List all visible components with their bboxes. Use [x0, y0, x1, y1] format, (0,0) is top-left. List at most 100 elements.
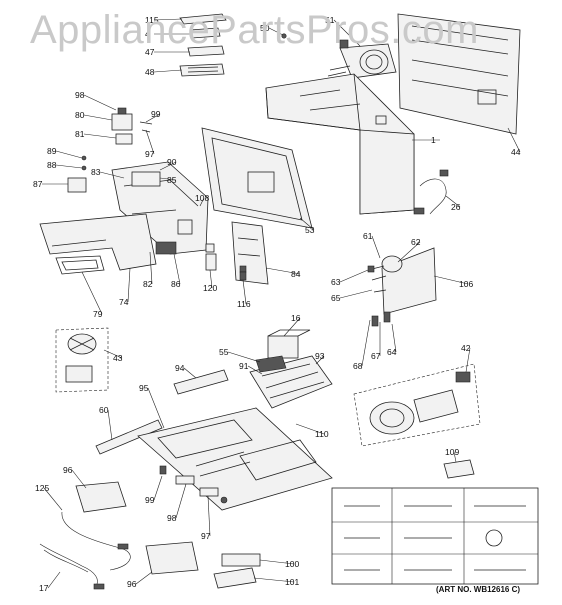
part-16-transformer — [267, 329, 311, 359]
leader-line-98 — [175, 483, 187, 519]
leader-line-63 — [339, 269, 369, 283]
part-1-housing — [265, 73, 415, 215]
part-44-back-panel — [397, 13, 521, 135]
part-label-98: 98 — [167, 513, 177, 523]
leader-line-43 — [103, 349, 123, 359]
part-label-120: 120 — [203, 283, 217, 293]
leader-line-17 — [47, 571, 61, 589]
leader-line-26 — [445, 195, 461, 208]
part-label-26: 26 — [451, 202, 461, 212]
watermark: AppliancePartsPros.com — [30, 8, 479, 52]
part-label-110: 110 — [315, 429, 329, 439]
part-26-harness — [413, 169, 449, 215]
leader-line-94 — [183, 367, 197, 379]
leader-line-110 — [295, 423, 325, 435]
part-label-96: 96 — [63, 465, 73, 475]
leader-line-84 — [265, 267, 301, 275]
part-label-42: 42 — [461, 343, 471, 353]
part-79-gasket — [55, 255, 105, 275]
leader-line-79 — [81, 271, 103, 315]
leader-line-50 — [268, 27, 284, 36]
part-label-99: 99 — [151, 109, 161, 119]
leader-line-120 — [209, 269, 213, 289]
part-label-61: 61 — [363, 231, 373, 241]
part-label-44: 44 — [511, 147, 521, 157]
part-96-cover — [75, 481, 199, 575]
leader-line-88 — [55, 164, 83, 169]
leader-line-74 — [127, 267, 131, 303]
leader-line-109 — [453, 451, 457, 463]
part-label-96: 96 — [127, 579, 137, 589]
part-43-fan — [55, 327, 109, 393]
leader-line-125 — [43, 487, 63, 511]
part-label-106: 106 — [459, 279, 473, 289]
leader-line-99 — [145, 113, 161, 123]
leader-line-64 — [391, 323, 397, 353]
part-label-85: 85 — [167, 175, 177, 185]
part-label-109: 109 — [445, 447, 459, 457]
part-51-motor — [327, 39, 397, 79]
leader-line-116 — [242, 279, 247, 305]
part-115-bracket — [179, 13, 227, 77]
leader-line-65 — [339, 289, 373, 299]
part-label-63: 63 — [331, 277, 341, 287]
part-label-60: 60 — [99, 405, 109, 415]
part-108-bracket — [111, 161, 209, 255]
leader-line-108 — [199, 197, 205, 207]
leader-line-91 — [247, 365, 263, 375]
part-116 — [239, 271, 247, 281]
part-84-bracket — [231, 221, 269, 285]
part-label-100: 100 — [285, 559, 299, 569]
part-label-47: 47 — [145, 47, 155, 57]
part-60-rail — [95, 419, 163, 455]
leader-line-68 — [361, 319, 371, 367]
leader-line-53 — [299, 217, 315, 231]
part-label-82: 82 — [143, 279, 153, 289]
part-label-55: 55 — [219, 347, 229, 357]
part-labels: 1154474850514419899808197898887839085108… — [33, 15, 521, 593]
leader-line-101 — [253, 577, 295, 583]
part-80-switch — [111, 107, 153, 145]
leader-line-89 — [55, 150, 83, 159]
leader-line-93 — [315, 355, 325, 365]
part-17-harness — [39, 511, 131, 590]
leader-line-97 — [145, 129, 155, 155]
part-label-74: 74 — [119, 297, 129, 307]
part-label-116: 116 — [237, 299, 251, 309]
part-label-68: 68 — [353, 361, 363, 371]
part-label-80: 80 — [75, 110, 85, 120]
leader-line-100 — [259, 559, 295, 565]
leader-line-81 — [83, 133, 117, 139]
leader-line-96 — [135, 571, 153, 585]
part-label-108: 108 — [195, 193, 209, 203]
part-label-125: 125 — [35, 483, 49, 493]
part-label-98: 98 — [75, 90, 85, 100]
leader-line-80 — [83, 114, 113, 121]
leader-line-86 — [173, 253, 181, 285]
part-label-97: 97 — [145, 149, 155, 159]
part-74-panel — [39, 213, 157, 271]
part-label-4: 4 — [145, 29, 150, 39]
part-label-89: 89 — [47, 146, 57, 156]
part-label-91: 91 — [239, 361, 249, 371]
part-label-43: 43 — [113, 353, 123, 363]
part-label-87: 87 — [33, 179, 43, 189]
part-42-blower — [353, 363, 481, 447]
part-label-90: 90 — [167, 157, 177, 167]
part-93-board — [249, 355, 333, 409]
part-label-115: 115 — [145, 15, 159, 25]
leader-line-61 — [371, 235, 381, 259]
part-label-99: 99 — [145, 495, 155, 505]
leader-line-106 — [433, 275, 469, 285]
leader-line-62 — [397, 241, 421, 263]
part-label-79: 79 — [93, 309, 103, 319]
part-87-88-89 — [67, 155, 87, 193]
leader-line-51 — [333, 19, 361, 47]
part-label-48: 48 — [145, 67, 155, 77]
leader-line-90 — [159, 161, 177, 171]
leader-line-96 — [71, 469, 87, 489]
part-label-101: 101 — [285, 577, 299, 587]
leader-line-83 — [99, 171, 125, 179]
part-label-50: 50 — [260, 23, 270, 33]
